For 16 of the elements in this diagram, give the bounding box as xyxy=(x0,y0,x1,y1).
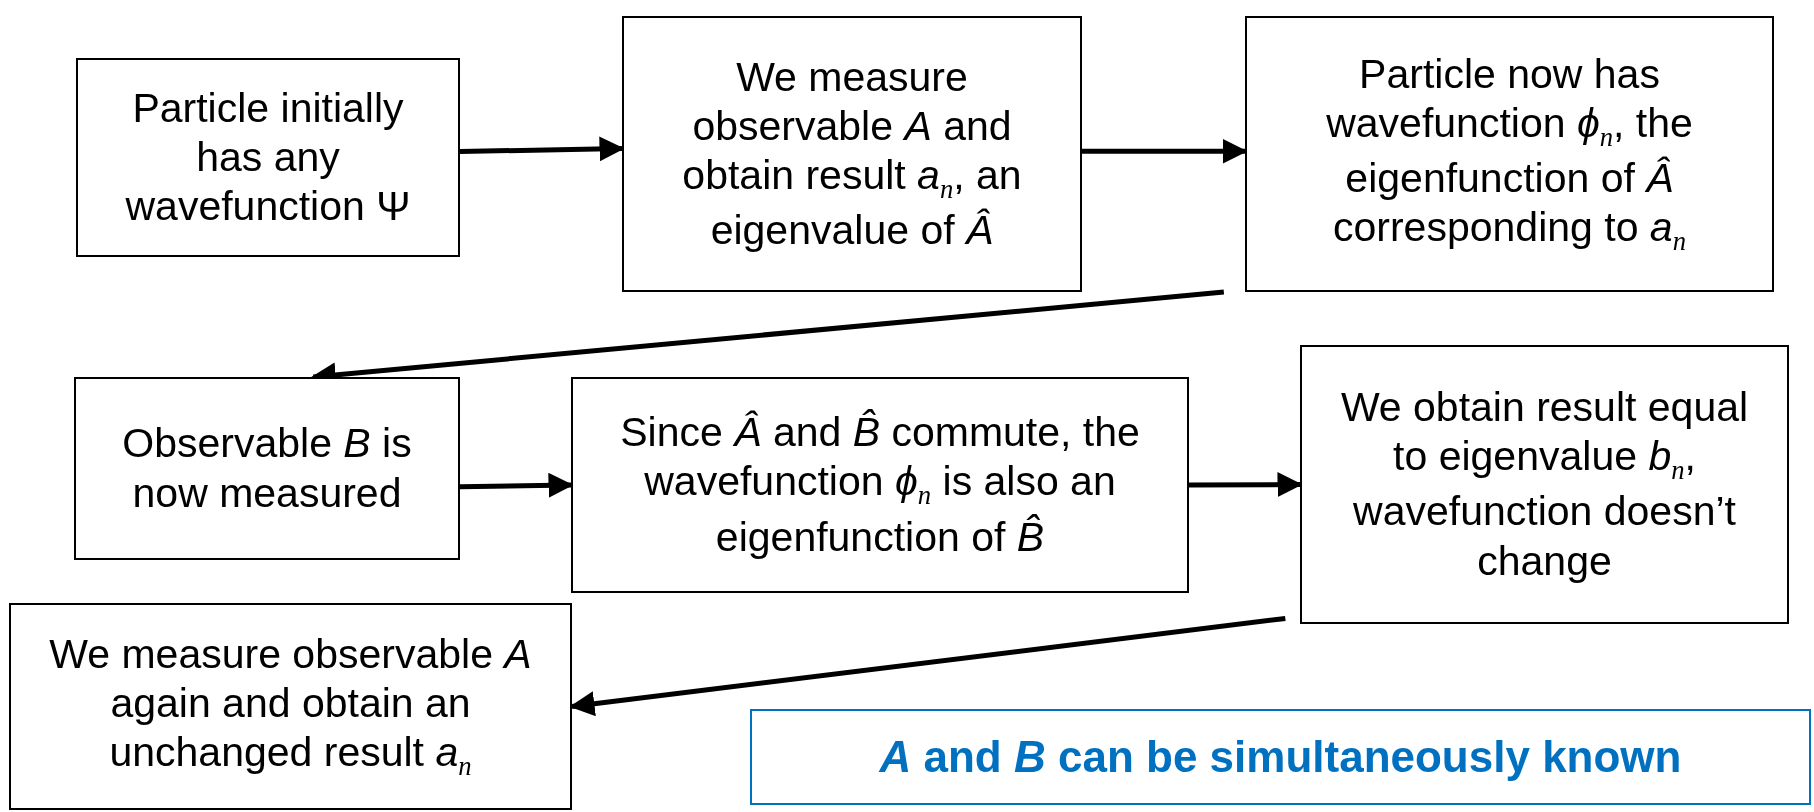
conclusion-text: A and B can be simultaneously known xyxy=(879,730,1682,783)
process-box xyxy=(76,58,460,257)
process-box xyxy=(1300,345,1789,624)
step-text: Since Â and B̂ commute, the wavefunction ϕ$_{n}$ is also an eigenfunction of B̂ xyxy=(619,408,1141,562)
process-box xyxy=(74,377,460,560)
step-text: We measure observable A and obtain result a$_{n}$, an eigenvalue of Â xyxy=(681,52,1023,256)
conclusion-box xyxy=(750,709,1811,805)
step-text: Particle initially has any wavefunction Ψ xyxy=(124,83,412,232)
process-box xyxy=(571,377,1189,593)
process-box xyxy=(622,16,1082,292)
step-text: Particle now has wavefunction ϕ$_{n}$, the eigenfunction of Â corresponding to a$_{n}$ xyxy=(1325,49,1694,259)
process-box xyxy=(9,603,572,810)
step-text: We obtain result equal to eigenvalue b$_{n}$, wavefunction doesn’t change xyxy=(1339,383,1750,586)
step-text: Observable B is now measured xyxy=(121,419,413,518)
step-text: We measure observable A again and obtain an unchanged result a$_{n}$ xyxy=(48,629,533,784)
process-box xyxy=(1245,16,1774,292)
